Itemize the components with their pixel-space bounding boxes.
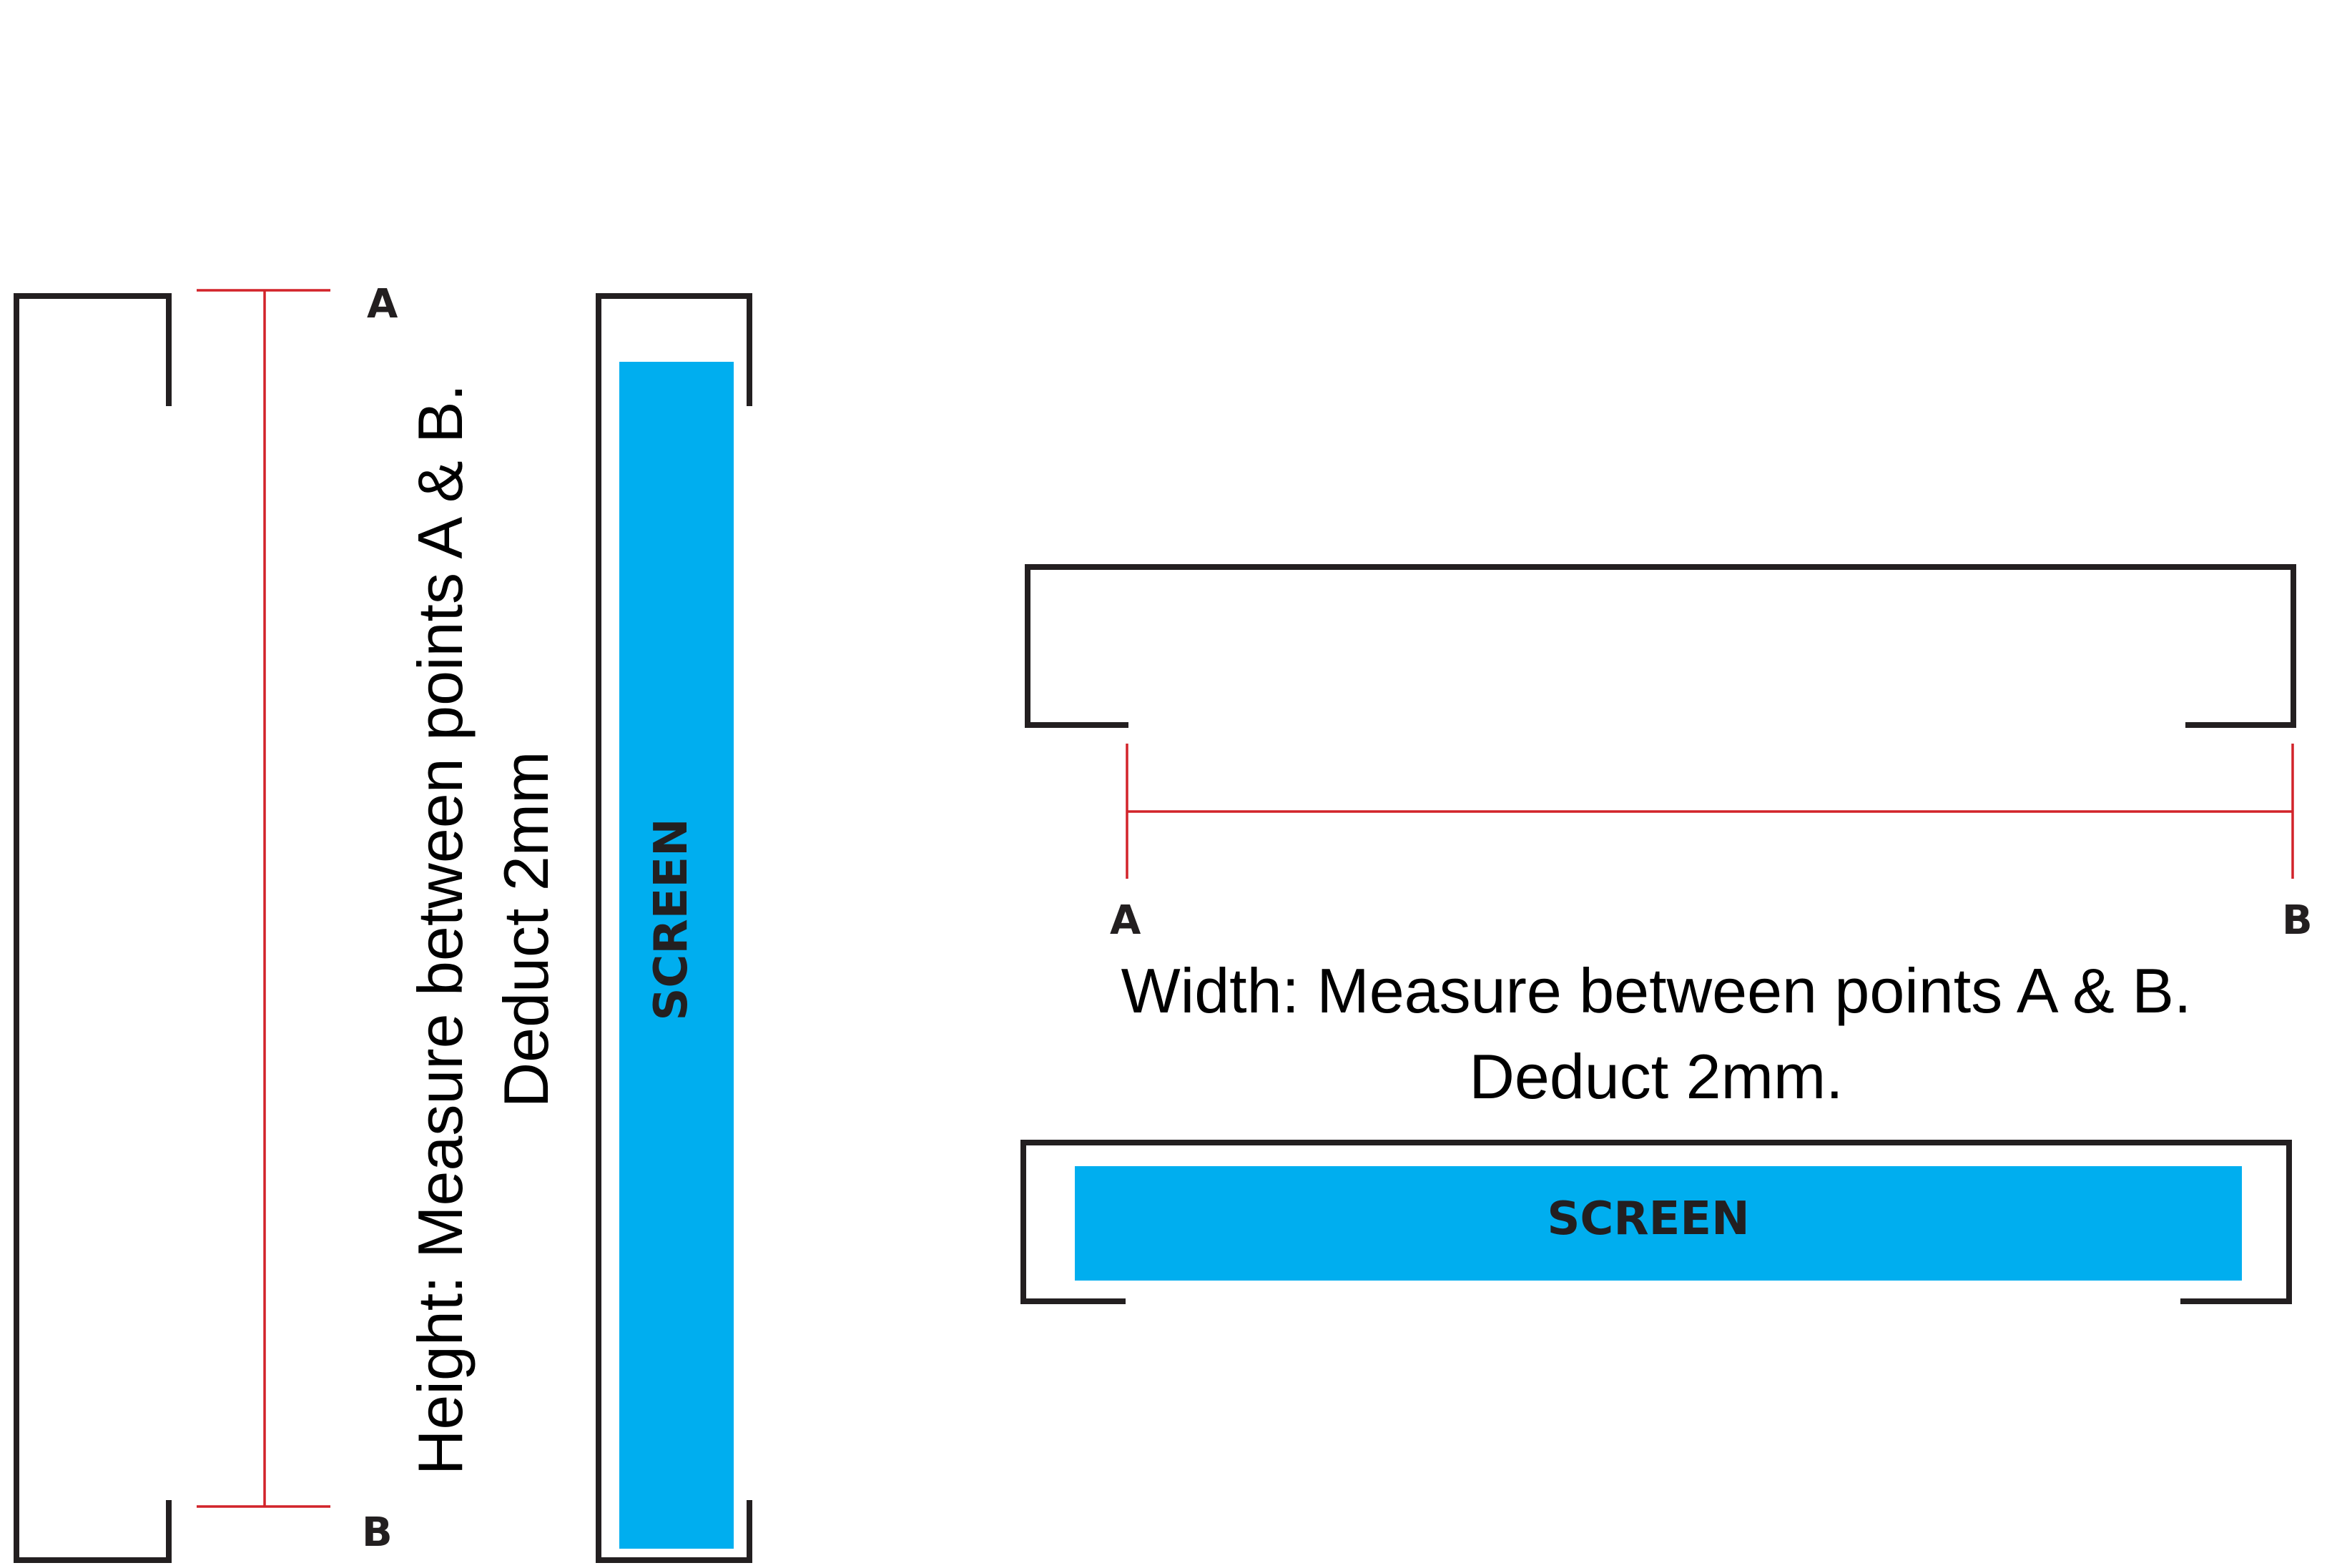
width-caption-line2: Deduct 2mm.: [1469, 1041, 1843, 1112]
width-channel-frame: [1025, 564, 2296, 728]
width-screen-channel-frame: [1020, 1140, 2292, 1304]
height-screen-panel: [619, 362, 734, 1549]
height-screen-channel-frame: [596, 293, 752, 1563]
height-point-a-label: A: [367, 281, 398, 327]
width-point-a-label: A: [1110, 897, 1141, 944]
width-screen-panel: [1075, 1166, 2242, 1281]
height-channel-frame: [14, 293, 172, 1563]
height-dimension-line: [197, 289, 330, 1508]
height-caption-line1: Height: Measure between points A & B.: [405, 384, 476, 1475]
height-caption-line2: Deduct 2mm: [491, 751, 561, 1108]
width-screen-label: SCREEN: [1547, 1193, 1749, 1246]
height-screen-label: SCREEN: [645, 818, 698, 1020]
width-dimension-line: [1126, 744, 2294, 879]
width-point-b-label: B: [2282, 897, 2313, 944]
width-caption-line1: Width: Measure between points A & B.: [1121, 955, 2192, 1026]
width-section: A B Width: Measure between points A & B.…: [1020, 564, 2313, 1304]
height-point-b-label: B: [362, 1509, 393, 1556]
height-section: A B Height: Measure between points A & B…: [14, 281, 752, 1563]
